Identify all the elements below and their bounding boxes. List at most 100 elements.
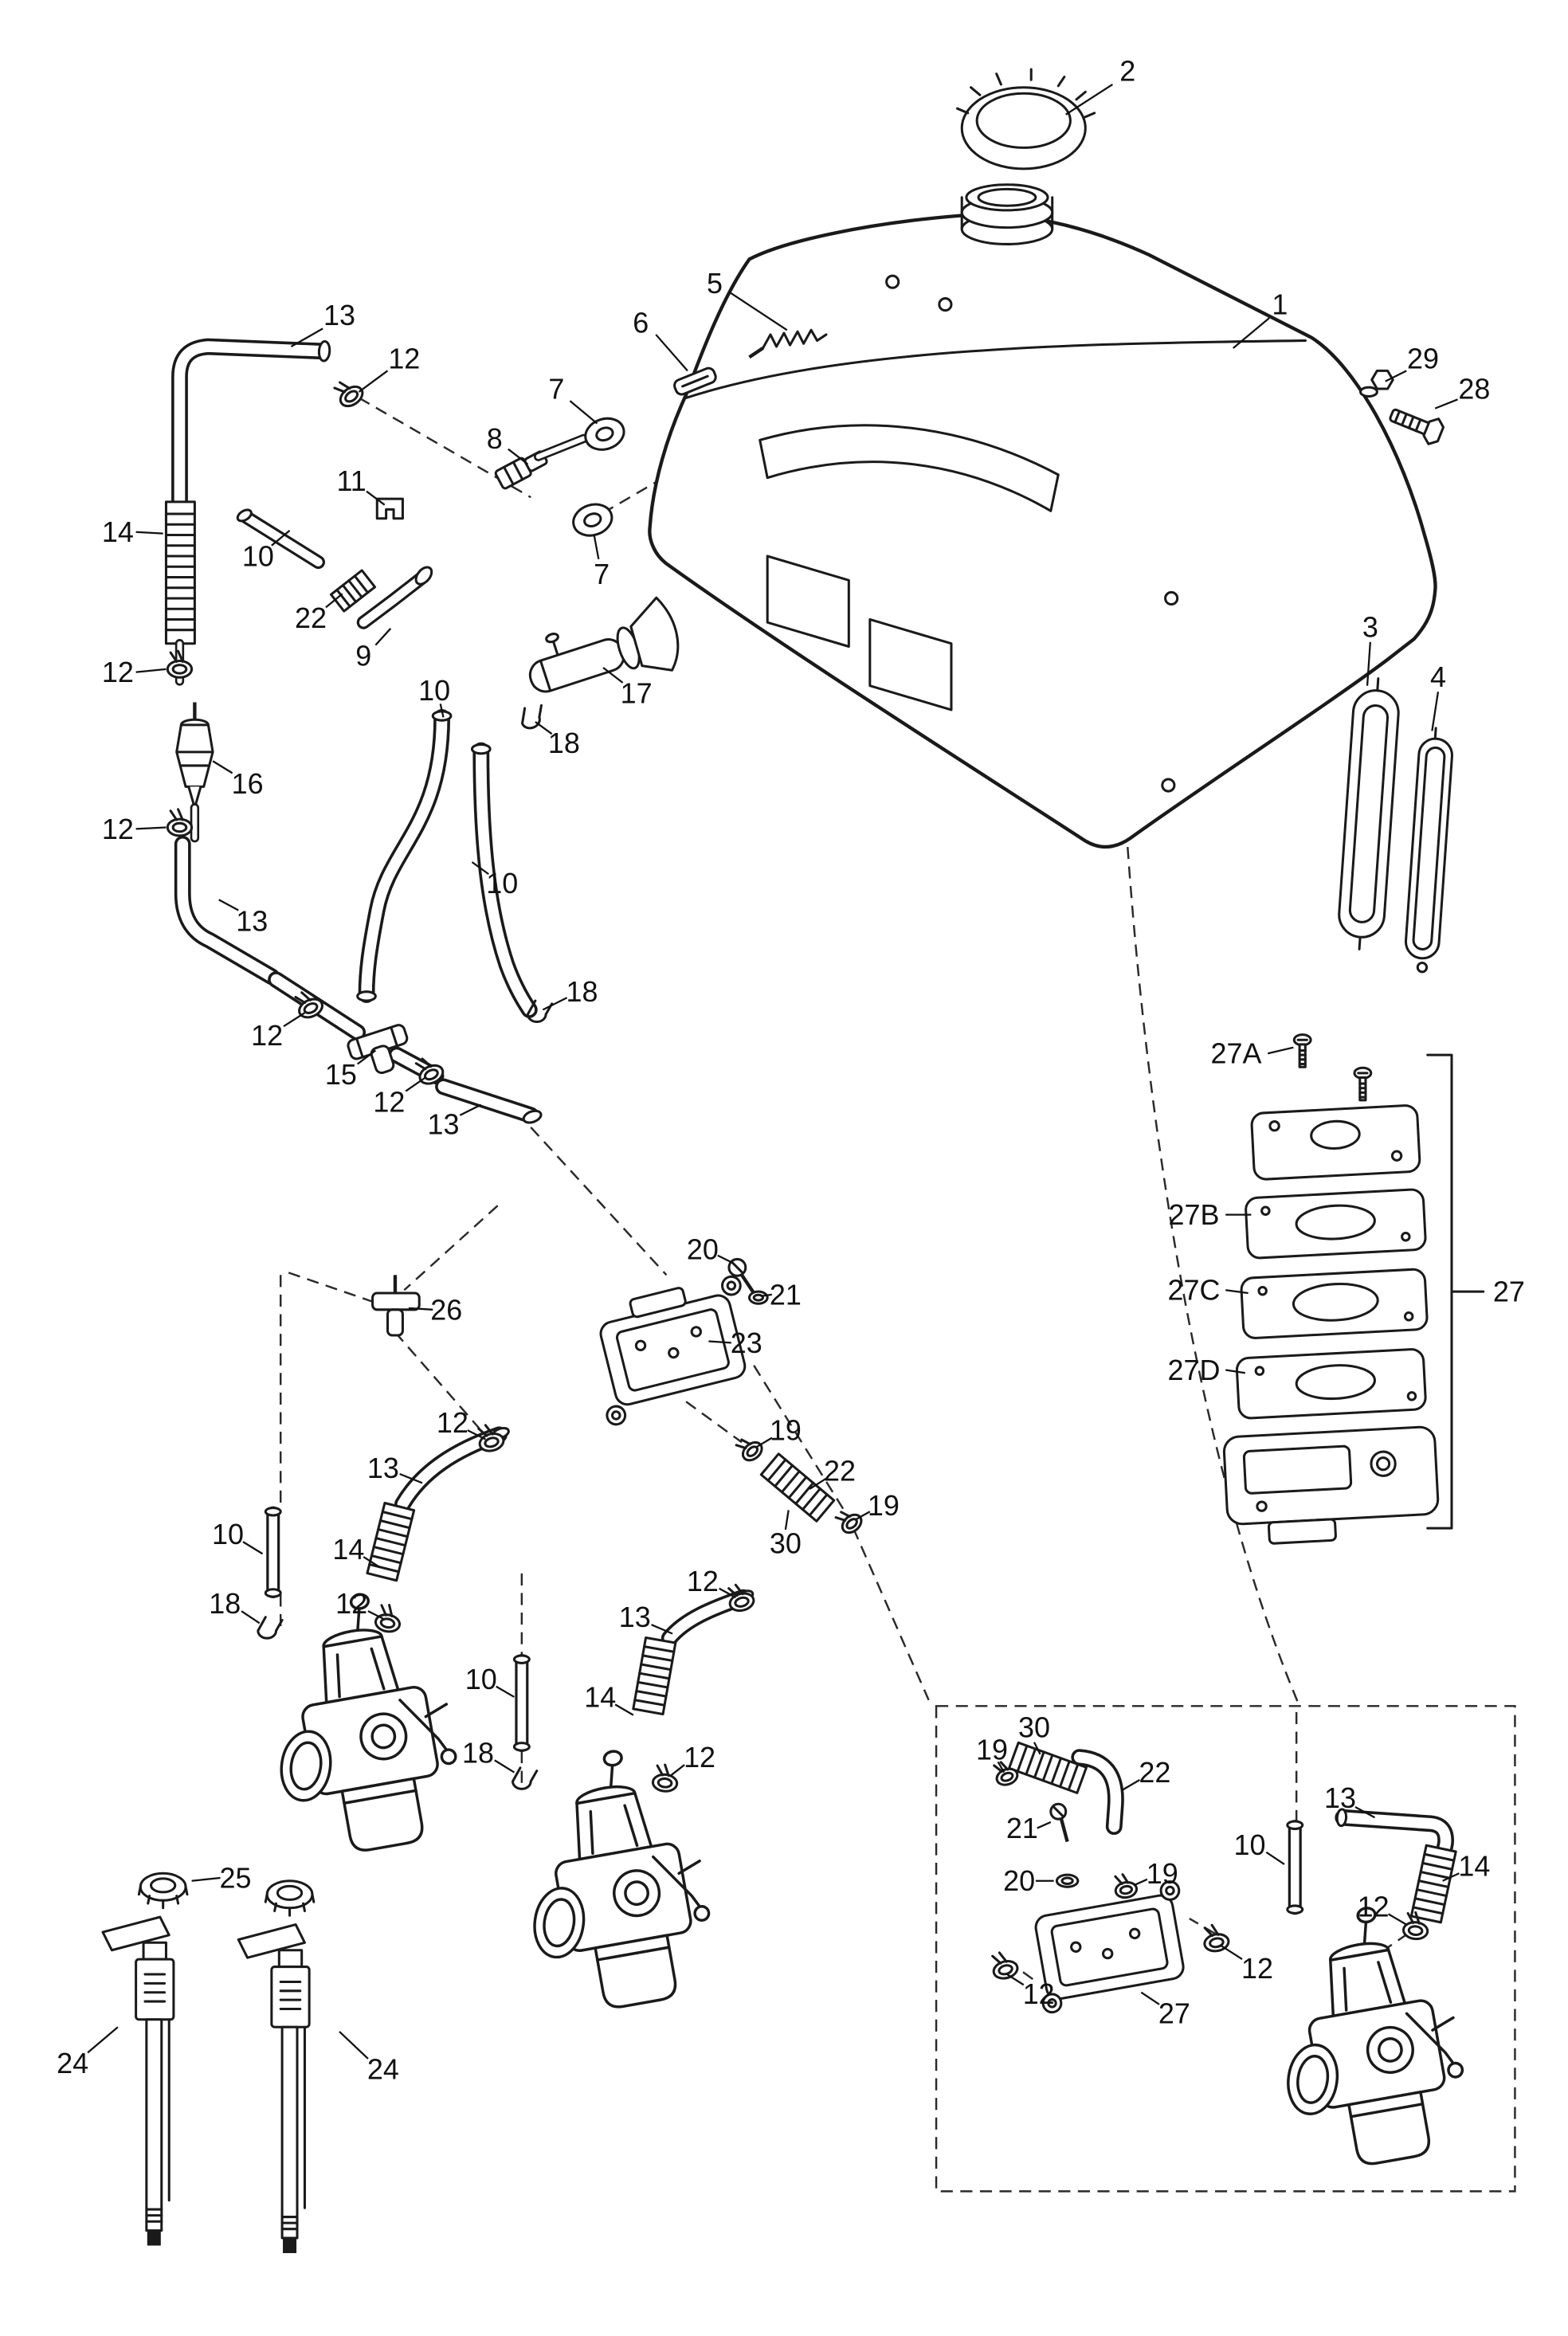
part-callout-14: 14 bbox=[584, 1680, 616, 1713]
leader-line bbox=[471, 861, 489, 876]
leader-line bbox=[1366, 641, 1371, 686]
part-callout-12: 12 bbox=[1241, 1952, 1273, 1985]
leader-line bbox=[135, 531, 163, 535]
part-callout-10: 10 bbox=[212, 1518, 244, 1550]
part-callout-4: 4 bbox=[1430, 660, 1446, 693]
part-callout-25: 25 bbox=[219, 1861, 251, 1894]
clamp-12 bbox=[166, 808, 194, 837]
leader-line bbox=[339, 2031, 369, 2060]
part-callout-18: 18 bbox=[462, 1736, 494, 1769]
clamp-12 bbox=[988, 1947, 1021, 1982]
hose-10-box bbox=[1286, 1820, 1304, 1915]
part-callout-1: 1 bbox=[1272, 288, 1288, 321]
leader-line bbox=[241, 1610, 261, 1625]
part-callout-28: 28 bbox=[1458, 373, 1490, 406]
bolt-28 bbox=[1389, 408, 1445, 445]
part-callout-22: 22 bbox=[1139, 1756, 1170, 1789]
part-callout-19: 19 bbox=[1147, 1857, 1178, 1890]
clamp-12 bbox=[330, 373, 367, 412]
part-callout-3: 3 bbox=[1362, 610, 1378, 643]
tank-mount-pad bbox=[1404, 727, 1453, 974]
part-callout-26: 26 bbox=[430, 1293, 462, 1326]
part-callout-14: 14 bbox=[1458, 1849, 1490, 1882]
leader-line bbox=[459, 1103, 482, 1116]
hose-13-box bbox=[1335, 1808, 1454, 1867]
pump-gasket-27b bbox=[1245, 1188, 1427, 1260]
part-callout-11: 11 bbox=[336, 464, 366, 497]
leader-line bbox=[271, 529, 291, 547]
leader-line bbox=[1220, 1945, 1243, 1961]
leader-line bbox=[494, 1759, 515, 1774]
part-callout-8: 8 bbox=[487, 422, 503, 455]
part-callout-22: 22 bbox=[824, 1455, 856, 1487]
fuel-pump-27-box bbox=[1034, 1880, 1185, 2014]
leader-line bbox=[290, 327, 323, 348]
part-callout-19: 19 bbox=[976, 1734, 1008, 1766]
clip-18 bbox=[257, 1616, 284, 1640]
part-callout-12: 12 bbox=[102, 656, 134, 688]
leader-line bbox=[1121, 1779, 1140, 1792]
leader-line bbox=[651, 1624, 673, 1635]
part-callout-30: 30 bbox=[770, 1527, 802, 1560]
fuel-filter-16 bbox=[175, 702, 214, 843]
leader-line bbox=[1385, 370, 1407, 382]
part-callout-5: 5 bbox=[707, 267, 723, 300]
leader-line bbox=[135, 826, 167, 830]
leader-line bbox=[367, 1610, 384, 1620]
nut-washer-29 bbox=[1359, 369, 1394, 398]
part-callout-12: 12 bbox=[388, 343, 420, 375]
fuel-cap bbox=[956, 68, 1096, 170]
elbow-fitting-9 bbox=[356, 566, 433, 629]
leader-line bbox=[283, 1012, 306, 1028]
leader-line bbox=[374, 628, 392, 646]
spring-5 bbox=[748, 328, 828, 359]
leader-line bbox=[719, 1587, 737, 1599]
leader-line bbox=[655, 334, 688, 372]
leader-line bbox=[1442, 1872, 1460, 1882]
leader-line bbox=[756, 1436, 773, 1448]
part-callout-20: 20 bbox=[1003, 1864, 1035, 1897]
part-callout-10: 10 bbox=[242, 540, 274, 573]
clamp-12 bbox=[373, 1601, 404, 1635]
part-callout-17: 17 bbox=[621, 677, 653, 710]
part-callout-27A: 27A bbox=[1211, 1037, 1262, 1070]
clamp-19 bbox=[832, 1503, 866, 1538]
leader-line bbox=[87, 2026, 119, 2054]
fuel-hose-center-b bbox=[470, 742, 538, 1018]
pump-gasket-27d bbox=[1235, 1348, 1427, 1420]
valve-nut-25 bbox=[137, 1872, 189, 1910]
leader-line bbox=[997, 1761, 1005, 1774]
leader-line bbox=[602, 667, 624, 684]
leader-line bbox=[1265, 1851, 1285, 1865]
part-callout-12: 12 bbox=[687, 1565, 719, 1597]
part-callout-22: 22 bbox=[295, 602, 327, 634]
vent-hose-top bbox=[171, 338, 331, 511]
part-callout-13: 13 bbox=[1324, 1781, 1356, 1814]
hose-10-upper bbox=[236, 508, 326, 570]
part-callout-7: 7 bbox=[594, 558, 610, 590]
leader-line bbox=[569, 400, 598, 425]
ribbed-hose-22-upper bbox=[329, 569, 377, 613]
leader-line bbox=[1232, 317, 1270, 349]
part-callout-6: 6 bbox=[633, 306, 649, 339]
leader-line bbox=[358, 370, 389, 393]
leader-line bbox=[363, 1556, 381, 1569]
part-callout-23: 23 bbox=[731, 1327, 762, 1359]
clamp-12 bbox=[166, 649, 194, 679]
pump-cover bbox=[1250, 1104, 1421, 1181]
part-callout-12: 12 bbox=[1023, 1977, 1055, 2010]
valve-nut-25 bbox=[264, 1879, 316, 1917]
leader-line bbox=[1033, 1742, 1041, 1755]
hose-10-carb-b bbox=[512, 1654, 531, 1752]
part-callout-14: 14 bbox=[332, 1533, 364, 1566]
part-callout-18: 18 bbox=[566, 975, 598, 1008]
clip-18 bbox=[511, 1766, 539, 1790]
pin-6 bbox=[673, 366, 717, 396]
leader-line bbox=[761, 1293, 773, 1297]
leader-line bbox=[809, 1477, 827, 1490]
part-callout-27D: 27D bbox=[1168, 1354, 1221, 1386]
leader-line bbox=[1354, 1806, 1376, 1819]
hose-10-carb-a bbox=[264, 1506, 282, 1599]
